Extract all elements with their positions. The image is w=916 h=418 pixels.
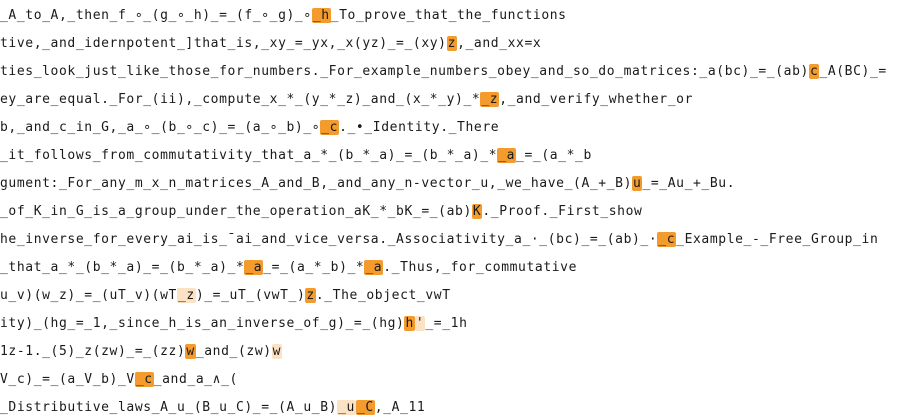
- highlighted-token: u: [632, 176, 643, 191]
- text-span: 1z-1._(5)_z(zw)_=_(zz): [0, 344, 186, 359]
- text-span: ._The_object_vwT: [315, 288, 451, 303]
- text-span: ey_are_equal._For_(ii),_compute_x_*_(y_*…: [0, 92, 481, 107]
- text-span: _that_a_*_(b_*_a)_=_(b_*_a)_*: [0, 260, 245, 275]
- highlighted-token: _u: [337, 400, 356, 415]
- text-span: _To_prove_that_the_functions: [330, 8, 567, 23]
- highlighted-token: _z: [480, 92, 500, 107]
- highlighted-token: z: [446, 36, 458, 51]
- text-span: ,_A_11: [374, 400, 426, 415]
- text-span: he_inverse_for_every_ai_is_¯ai_and_vice_…: [0, 232, 658, 247]
- highlighted-token: z: [305, 288, 316, 303]
- text-span: ,_and_xx=x: [457, 36, 542, 51]
- highlighted-token: w: [185, 344, 196, 359]
- text-span: u_v)(w_z)_=_(uT_v)(wT: [0, 288, 177, 303]
- text-span: ity)_(hg_=_1,_since_h_is_an_inverse_of_g…: [0, 316, 405, 331]
- text-span: _A_to_A,_then_f_∘_(g_∘_h)_=_(f_∘_g)_∘: [0, 8, 312, 23]
- highlighted-token: _z: [176, 288, 196, 303]
- text-line: tive,_and_idernpotent_]that_is,_xy_=_yx,…: [0, 34, 541, 54]
- text-line: gument:_For_any_m_x_n_matrices_A_and_B,_…: [0, 174, 735, 194]
- text-span: ,_and_verify_whether_or: [499, 92, 694, 107]
- highlighted-token: K: [471, 204, 483, 219]
- text-span: _Distributive_laws_A_u_(B_u_C)_=_(A_u_B): [0, 400, 338, 415]
- highlighted-token: h: [404, 316, 415, 331]
- text-span: _and_a_∧_(: [153, 372, 238, 387]
- text-line: _A_to_A,_then_f_∘_(g_∘_h)_=_(f_∘_g)_∘_h_…: [0, 6, 567, 26]
- text-line: _of_K_in_G_is_a_group_under_the_operatio…: [0, 202, 642, 222]
- highlighted-token: _a: [364, 260, 384, 275]
- text-span: _A(BC)_=: [819, 64, 887, 79]
- text-span: _it_follows_from_commutativity_that_a_*_…: [0, 148, 498, 163]
- text-span: _Example_-_Free_Group_in: [676, 232, 879, 247]
- text-line: u_v)(w_z)_=_(uT_v)(wT_z)_=_uT_(vwT_)z._T…: [0, 286, 451, 306]
- highlighted-token: _h: [311, 8, 331, 23]
- highlighted-token: _a: [244, 260, 264, 275]
- highlighted-token: c: [808, 64, 820, 79]
- highlighted-token: w: [271, 344, 283, 359]
- text-line: ties_look_just_like_those_for_numbers._F…: [0, 62, 887, 82]
- text-line: he_inverse_for_every_ai_is_¯ai_and_vice_…: [0, 230, 878, 250]
- text-span: ._Thus,_for_commutative: [383, 260, 578, 275]
- text-line: _it_follows_from_commutativity_that_a_*_…: [0, 146, 592, 166]
- text-line: ey_are_equal._For_(ii),_compute_x_*_(y_*…: [0, 90, 693, 110]
- text-span: _=_(a_*_b: [516, 148, 592, 163]
- text-span: ties_look_just_like_those_for_numbers._F…: [0, 64, 809, 79]
- text-line: 1z-1._(5)_z(zw)_=_(zz)w_and_(zw)w: [0, 342, 283, 362]
- text-span: _=_1h: [425, 316, 468, 331]
- highlighted-token: _a: [497, 148, 517, 163]
- text-span: gument:_For_any_m_x_n_matrices_A_and_B,_…: [0, 176, 632, 191]
- text-line: _that_a_*_(b_*_a)_=_(b_*_a)_*_a_=_(a_*_b…: [0, 258, 577, 278]
- text-span: _and_(zw): [195, 344, 272, 359]
- text-span: ._Proof._First_show: [482, 204, 643, 219]
- text-span: _=_(a_*_b)_*: [263, 260, 365, 275]
- highlighted-token: _C: [355, 400, 375, 415]
- text-line: ity)_(hg_=_1,_since_h_is_an_inverse_of_g…: [0, 314, 468, 334]
- text-line: V_c)_=_(a_V_b)_V_c_and_a_∧_(: [0, 370, 238, 390]
- text-span: V_c)_=_(a_V_b)_V: [0, 372, 135, 387]
- text-span: _of_K_in_G_is_a_group_under_the_operatio…: [0, 204, 472, 219]
- highlighted-token: _c: [657, 232, 677, 247]
- text-span: tive,_and_idernpotent_]that_is,_xy_=_yx,…: [0, 36, 447, 51]
- highlighted-token: _c: [320, 120, 340, 135]
- highlighted-token: _c: [134, 372, 154, 387]
- text-span: ._•_Identity._There: [339, 120, 500, 135]
- text-line: _Distributive_laws_A_u_(B_u_C)_=_(A_u_B)…: [0, 398, 425, 418]
- text-span: )_=_uT_(vwT_): [195, 288, 306, 303]
- text-span: _=_Au_+_Bu.: [642, 176, 736, 191]
- text-line: b,_and_c_in_G,_a_∘_(b_∘_c)_=_(a_∘_b)_∘_c…: [0, 118, 499, 138]
- highlighted-token: ': [414, 316, 426, 331]
- text-span: b,_and_c_in_G,_a_∘_(b_∘_c)_=_(a_∘_b)_∘: [0, 120, 321, 135]
